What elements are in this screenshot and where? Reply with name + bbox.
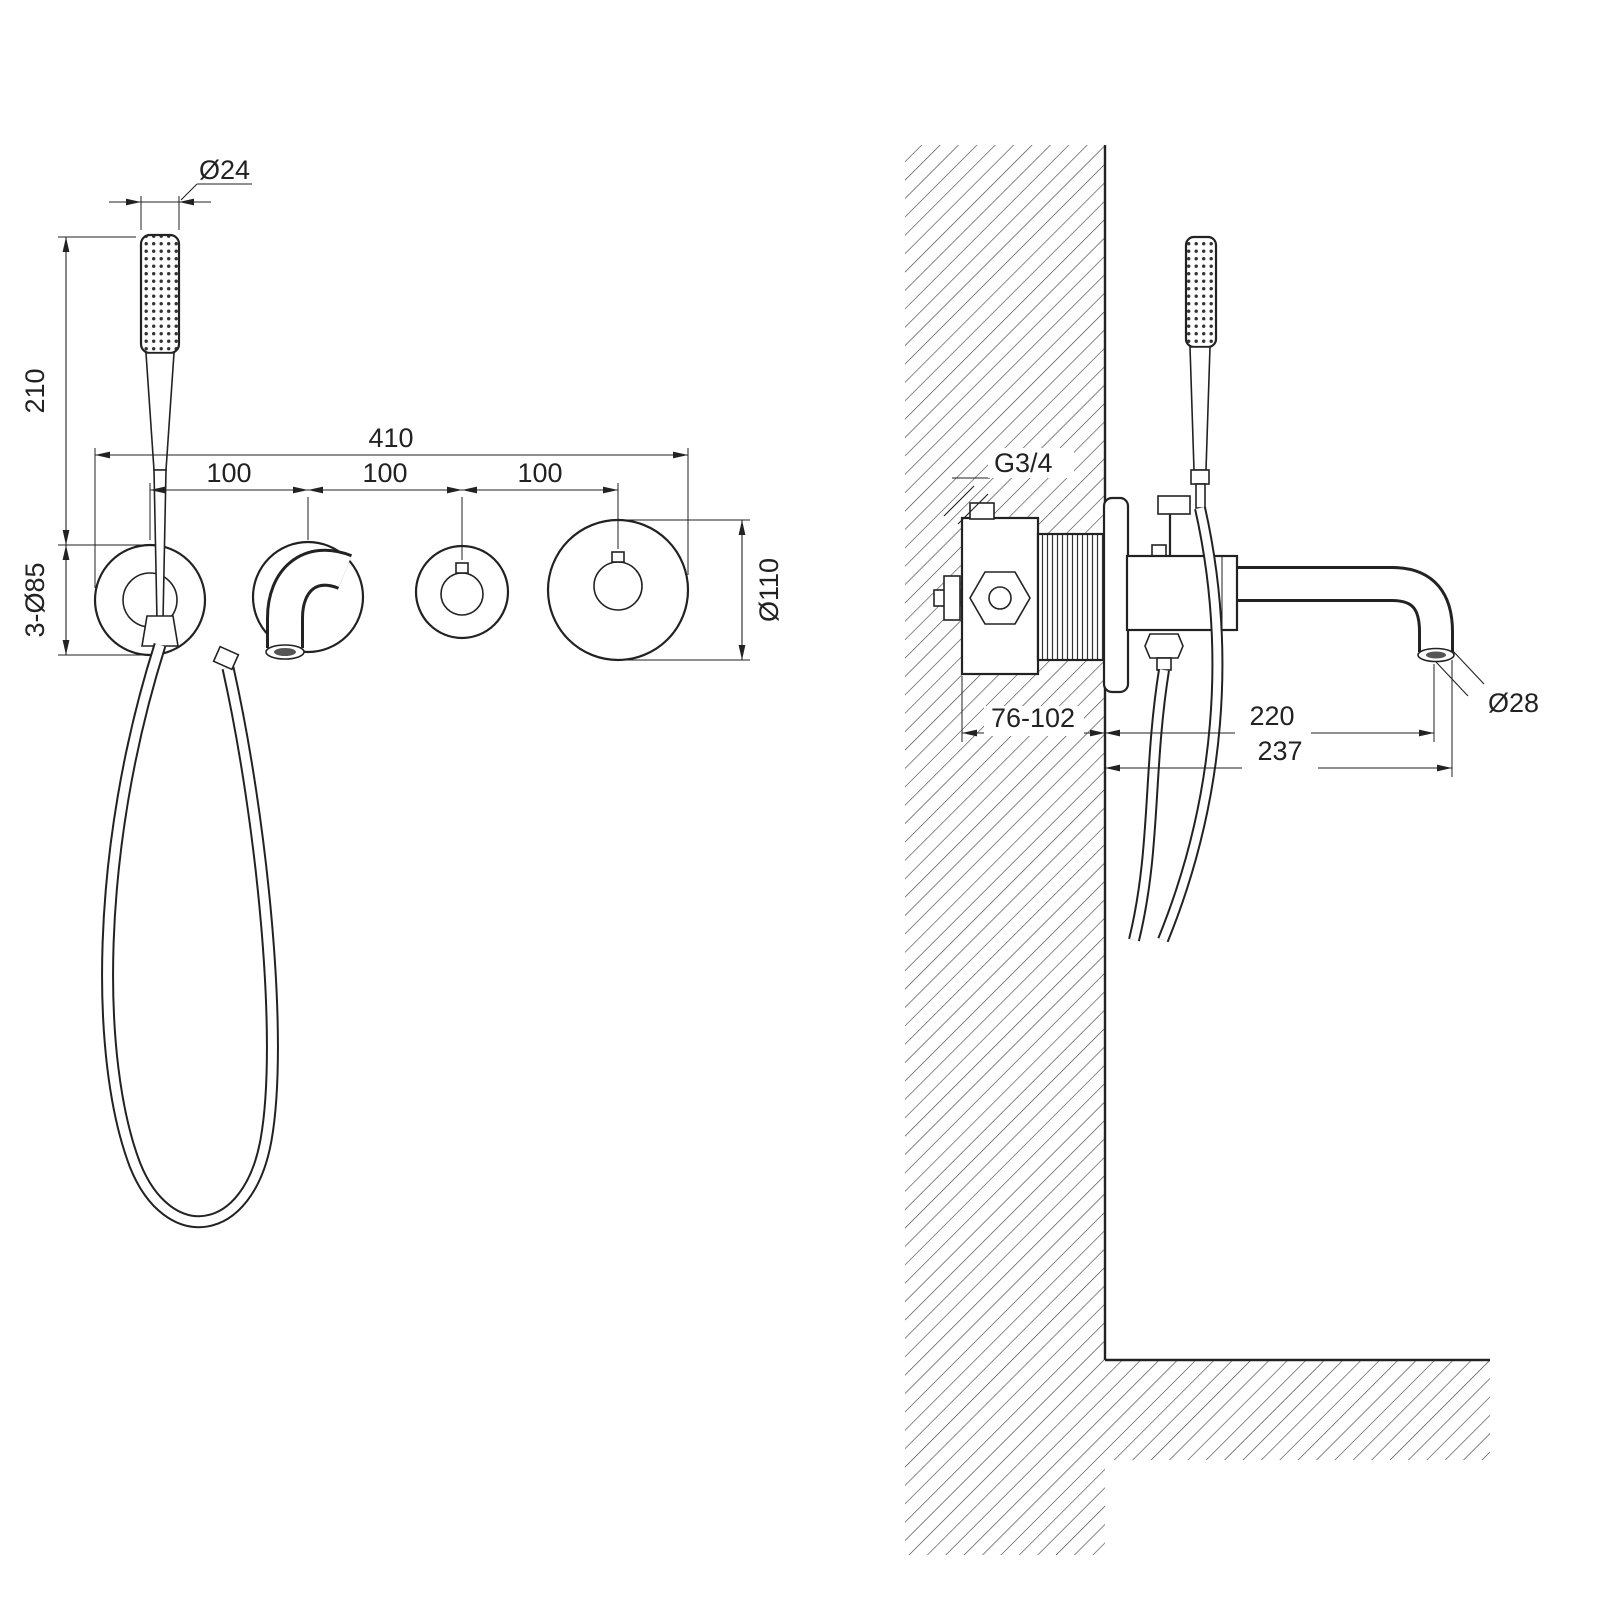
mixer-body-side xyxy=(1102,496,1455,694)
front-view: 410 100 100 100 Ø24 210 xyxy=(20,155,784,1229)
dim-spacing-1: 100 xyxy=(206,458,251,488)
dim-overall-width: 410 xyxy=(368,423,413,453)
handshower-hose-nut xyxy=(141,615,179,647)
valve-spindle-circle xyxy=(988,586,1012,610)
handshower-handle xyxy=(153,469,167,621)
valve-cartridge xyxy=(1036,532,1108,662)
spout-side-inner xyxy=(1237,569,1451,652)
wall-section xyxy=(905,145,1490,1555)
hose-inner xyxy=(103,643,277,1227)
hose-connector-nut xyxy=(212,645,240,671)
handshower-handle-side xyxy=(1189,346,1211,471)
dim-handset-diameter: Ø24 xyxy=(199,155,250,185)
handshower-neck xyxy=(145,352,175,471)
wall-hatch xyxy=(905,145,1105,1555)
hose-front xyxy=(101,643,279,1229)
spout-outlet-hole xyxy=(274,648,296,656)
dim-overall-reach: 237 xyxy=(1257,736,1302,766)
handshower-hose-stub xyxy=(1195,483,1206,509)
handshower-nut-side xyxy=(1190,469,1210,485)
hose-a-inner xyxy=(1130,669,1168,941)
body-hose-nut xyxy=(1144,633,1184,659)
hose-b-inner xyxy=(1159,507,1222,942)
dim-spacing-2: 100 xyxy=(362,458,407,488)
dim-escutcheon-diameter: 3-Ø85 xyxy=(20,562,50,637)
side-view: G3/4 76-102 220 237 Ø28 xyxy=(905,145,1539,1555)
spout-front-inner xyxy=(269,551,351,648)
side-dimensions: G3/4 76-102 220 237 Ø28 xyxy=(943,448,1539,777)
diverter-knob-circle xyxy=(440,572,484,616)
body-hose-stub xyxy=(1156,657,1172,671)
control-index-tab xyxy=(611,551,625,563)
escutcheon-side xyxy=(1102,496,1130,694)
body-top-nipple xyxy=(1151,544,1167,557)
valve-cross-fitting xyxy=(943,575,961,621)
dim-recess-depth: 76-102 xyxy=(991,703,1075,733)
valve-top-inlet xyxy=(969,502,995,520)
floor-hatch xyxy=(1105,1360,1490,1460)
dim-handset-length: 210 xyxy=(20,368,50,413)
concealed-valve xyxy=(933,502,1108,676)
diverter-knob-front xyxy=(414,544,510,640)
diverter-index-tab xyxy=(455,562,469,574)
dim-knob-diameter: Ø110 xyxy=(754,558,784,622)
spout-escutcheon-front xyxy=(251,540,365,660)
hoses-side xyxy=(1128,506,1224,943)
handshower-head-side xyxy=(1184,235,1218,349)
handshower-front xyxy=(139,233,181,647)
spout-tip-hole xyxy=(1426,651,1446,659)
handshower-side xyxy=(1157,235,1218,556)
dim-spout-reach: 220 xyxy=(1249,701,1294,731)
dim-inlet-thread: G3/4 xyxy=(994,448,1053,478)
handshower-head xyxy=(139,233,181,355)
dim-spout-diameter: Ø28 xyxy=(1488,688,1539,718)
front-dimensions: 410 100 100 100 Ø24 210 xyxy=(20,155,784,661)
holder-clamp xyxy=(1157,495,1191,515)
dim-spacing-3: 100 xyxy=(517,458,562,488)
control-knob-front xyxy=(546,518,690,662)
control-knob-inner-circle xyxy=(593,561,643,611)
